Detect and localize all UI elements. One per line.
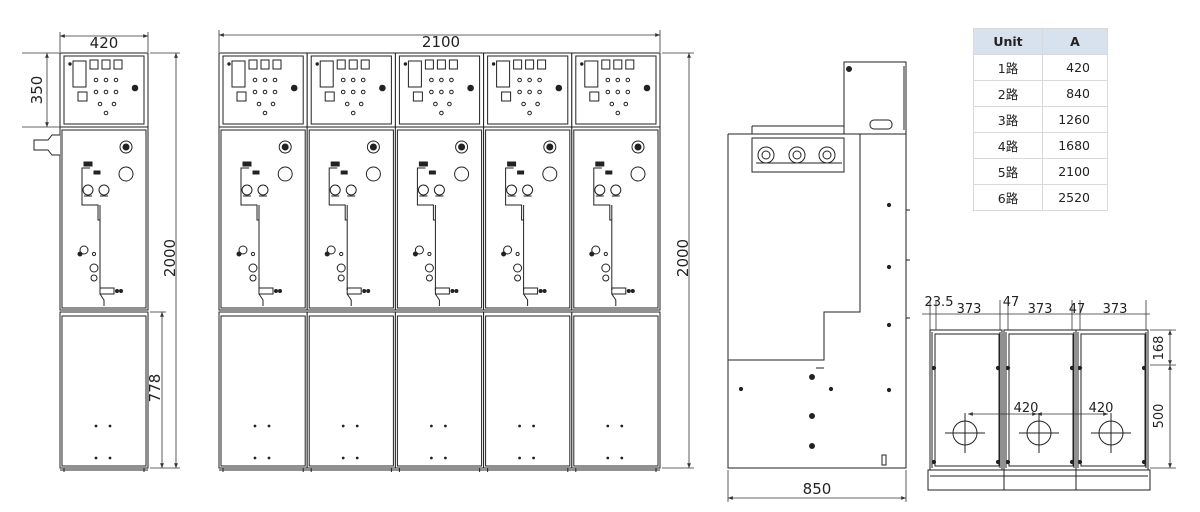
- side-view-dimensions: [727, 470, 907, 502]
- table-header-a: A: [1042, 28, 1108, 55]
- dim-base-gap-1: 47: [1003, 295, 1020, 310]
- cabinet-unit: [483, 52, 573, 472]
- cabinet-unit: [59, 52, 149, 472]
- single-cabinet-front-view: [33, 52, 149, 472]
- table-header-row: Unit A: [973, 28, 1108, 55]
- dim-base-gap-2: 47: [1069, 302, 1086, 317]
- multi-cabinet-front-view: [218, 52, 661, 472]
- table-cell-unit: 2路: [973, 80, 1043, 107]
- single-cabinet-dimensions: [22, 32, 180, 469]
- table-cell-unit: 6路: [973, 184, 1043, 211]
- table-cell-a: 2520: [1042, 184, 1108, 211]
- cabinet-side-view: [727, 61, 910, 469]
- base-plan-view: [927, 329, 1151, 491]
- dim-base-top: 168: [1152, 336, 1167, 361]
- table-cell-unit: 1路: [973, 54, 1043, 81]
- base-plan-dimensions: [922, 300, 1176, 469]
- dim-multi-total-height: 2000: [674, 239, 692, 277]
- cabinet-unit: [218, 52, 308, 472]
- table-cell-a: 2100: [1042, 158, 1108, 185]
- table-cell-unit: 3路: [973, 106, 1043, 133]
- cabinet-unit: [306, 52, 396, 472]
- multi-cabinet-dimensions: [218, 30, 694, 469]
- cabinet-unit: [571, 52, 661, 472]
- dim-base-pitch-2: 420: [1089, 401, 1114, 416]
- dim-side-depth: 850: [803, 480, 832, 498]
- table-cell-a: 1260: [1042, 106, 1108, 133]
- table-cell-unit: 4路: [973, 132, 1043, 159]
- table-cell-a: 840: [1042, 80, 1108, 107]
- cabinet-unit: [394, 52, 485, 472]
- table-cell-a: 420: [1042, 54, 1108, 81]
- dim-base-span-2: 373: [1028, 302, 1053, 317]
- operating-handle: [33, 134, 60, 156]
- table-cell-a: 1680: [1042, 132, 1108, 159]
- dim-base-span-1: 373: [957, 302, 982, 317]
- dim-base-span-3: 373: [1103, 302, 1128, 317]
- table-header-unit: Unit: [973, 28, 1043, 55]
- dim-single-top-height: 350: [28, 76, 46, 105]
- dim-multi-width: 2100: [422, 33, 460, 51]
- dim-base-pitch-1: 420: [1014, 401, 1039, 416]
- dim-single-bottom-height: 778: [146, 374, 164, 403]
- dim-single-total-height: 2000: [161, 239, 179, 277]
- dim-base-hole: 500: [1152, 404, 1167, 429]
- dim-single-width: 420: [90, 34, 119, 52]
- dim-base-offset: 23.5: [925, 295, 954, 310]
- table-cell-unit: 5路: [973, 158, 1043, 185]
